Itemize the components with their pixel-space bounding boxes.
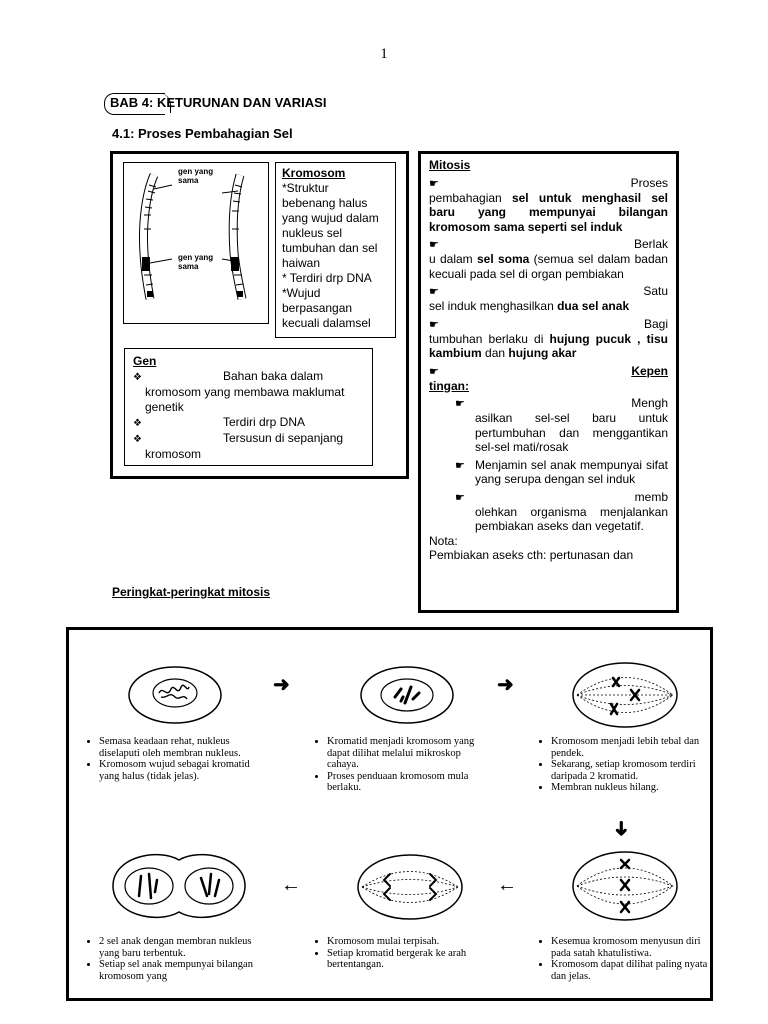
- stage-text-metaphase: Kesemua kromosom menyusun diri pada sata…: [539, 936, 709, 982]
- gen-heading: Gen: [133, 354, 157, 368]
- kromosom-line: berpasangan: [282, 301, 353, 315]
- cell-metaphase-illustration: [572, 851, 678, 921]
- stage-text-early-metaphase: Kromosom menjadi lebih tebal dan pendek.…: [539, 736, 709, 794]
- kepentingan-item: ☛Kepen tingan:: [429, 363, 668, 393]
- chapter-title-text: BAB 4: KETURUNAN DAN VARIASI: [110, 95, 327, 110]
- cell-early-metaphase-illustration: [572, 662, 678, 728]
- arrow-right-icon: ➜: [273, 674, 290, 696]
- diamond-bullet-icon: ❖: [133, 418, 142, 429]
- note-label: Nota:: [429, 533, 458, 548]
- stage-bullet: Setiap kromatid bergerak ke arah bertent…: [327, 948, 485, 971]
- gen-item: ❖Tersusun di sepanjang: [133, 431, 344, 445]
- kromosom-line: haiwan: [282, 256, 321, 270]
- stage-text-telophase: 2 sel anak dengan membran nukleus yang b…: [87, 936, 257, 982]
- section-title: 4.1: Proses Pembahagian Sel: [112, 126, 293, 141]
- stage-bullet: Kromatid menjadi kromosom yang dapat dil…: [327, 736, 485, 771]
- stage-bullet: Kromosom dapat dilihat paling nyata dan …: [551, 959, 709, 982]
- kromosom-line: kecuali dalamsel: [282, 316, 371, 330]
- pointing-hand-icon: ☛: [429, 177, 439, 190]
- stage-bullet: Semasa keadaan rehat, nukleus diselaputi…: [99, 736, 257, 759]
- note-text: Pembiakan aseks cth: pertunasan dan: [429, 548, 634, 562]
- stages-title: Peringkat-peringkat mitosis: [112, 585, 271, 599]
- kromosom-line: tumbuhan dan sel: [282, 241, 378, 255]
- arrow-right-icon: ➜: [497, 674, 514, 696]
- page-number: 1: [380, 46, 388, 62]
- chromosome-pair-illustration: [139, 173, 247, 300]
- stage-bullet: 2 sel anak dengan membran nukleus yang b…: [99, 936, 257, 959]
- pointing-hand-icon: ☛: [429, 318, 439, 331]
- kromosom-line: bebenang halus: [282, 196, 368, 210]
- mitosis-stages-panel: ➜ ➜ ➜ ← ←: [66, 627, 713, 1001]
- pointing-hand-icon: ☛: [429, 286, 439, 298]
- diamond-bullet-icon: ❖: [133, 372, 142, 383]
- stage-bullet: Sekarang, setiap kromosom terdiri daripa…: [551, 759, 709, 782]
- stage-text-anaphase: Kromosom mulai terpisah.Setiap kromatid …: [315, 936, 485, 971]
- stage-bullet: Setiap sel anak mempunyai bilangan kromo…: [99, 959, 257, 982]
- figure-label-top: gen yang sama: [178, 167, 214, 185]
- arrow-left-icon: ←: [281, 874, 301, 896]
- stage-bullet: Kromosom wujud sebagai kromatid yang hal…: [99, 759, 257, 782]
- cell-prophase-illustration: [360, 666, 454, 724]
- stage-bullet: Membran nukleus hilang.: [551, 782, 709, 794]
- kromosom-gen-panel: [110, 151, 409, 479]
- stage-bullet: Kesemua kromosom menyusun diri pada sata…: [551, 936, 709, 959]
- arrow-left-icon: ←: [497, 874, 517, 896]
- kromosom-line: *Wujud: [282, 286, 321, 300]
- gen-definition-box: Gen ❖Bahan baka dalam kromosom yang memb…: [124, 348, 373, 466]
- kromosom-heading: Kromosom: [282, 166, 346, 180]
- kromosom-line: *Struktur: [282, 181, 329, 195]
- stage-bullet: Kromosom menjadi lebih tebal dan pendek.: [551, 736, 709, 759]
- gen-item-continuation: kromosom: [145, 447, 202, 461]
- gen-item: ❖Terdiri drp DNA: [133, 415, 306, 429]
- arrow-down-icon: ➜: [609, 820, 632, 837]
- gen-item: ❖Bahan baka dalam: [133, 369, 324, 383]
- cell-telophase-illustration: [112, 853, 246, 919]
- chromosome-figure: gen yang sama gen yang sama: [123, 162, 269, 324]
- stage-text-prophase: Kromatid menjadi kromosom yang dapat dil…: [315, 736, 485, 794]
- stage-text-interphase: Semasa keadaan rehat, nukleus diselaputi…: [87, 736, 257, 782]
- pointing-hand-icon: ☛: [455, 459, 465, 472]
- pointing-hand-icon: ☛: [455, 491, 465, 504]
- figure-label-bottom: gen yang sama: [178, 253, 214, 271]
- pointing-hand-icon: ☛: [455, 398, 465, 410]
- cell-interphase-illustration: [128, 666, 222, 724]
- kepentingan-subitem: ☛Menjamin sel anak mempunyai sifat yang …: [455, 457, 668, 487]
- stage-bullet: Proses penduaan kromosom mula berlaku.: [327, 771, 485, 794]
- gen-item-continuation: kromosom yang membawa maklumat genetik: [145, 385, 345, 414]
- kromosom-line: nukleus sel: [282, 226, 343, 240]
- kromosom-line: * Terdiri drp DNA: [282, 271, 372, 285]
- kromosom-line: yang wujud dalam: [282, 211, 379, 225]
- stage-bullet: Kromosom mulai terpisah.: [327, 936, 485, 948]
- pointing-hand-icon: ☛: [429, 365, 439, 378]
- chapter-tab-outline: [104, 93, 165, 115]
- cell-anaphase-illustration: [357, 854, 463, 920]
- chapter-title: BAB 4: KETURUNAN DAN VARIASI: [104, 93, 332, 115]
- mitosis-heading: Mitosis: [429, 158, 471, 172]
- diamond-bullet-icon: ❖: [133, 434, 142, 445]
- pointing-hand-icon: ☛: [429, 239, 439, 251]
- chapter-tab-curl: [156, 93, 171, 113]
